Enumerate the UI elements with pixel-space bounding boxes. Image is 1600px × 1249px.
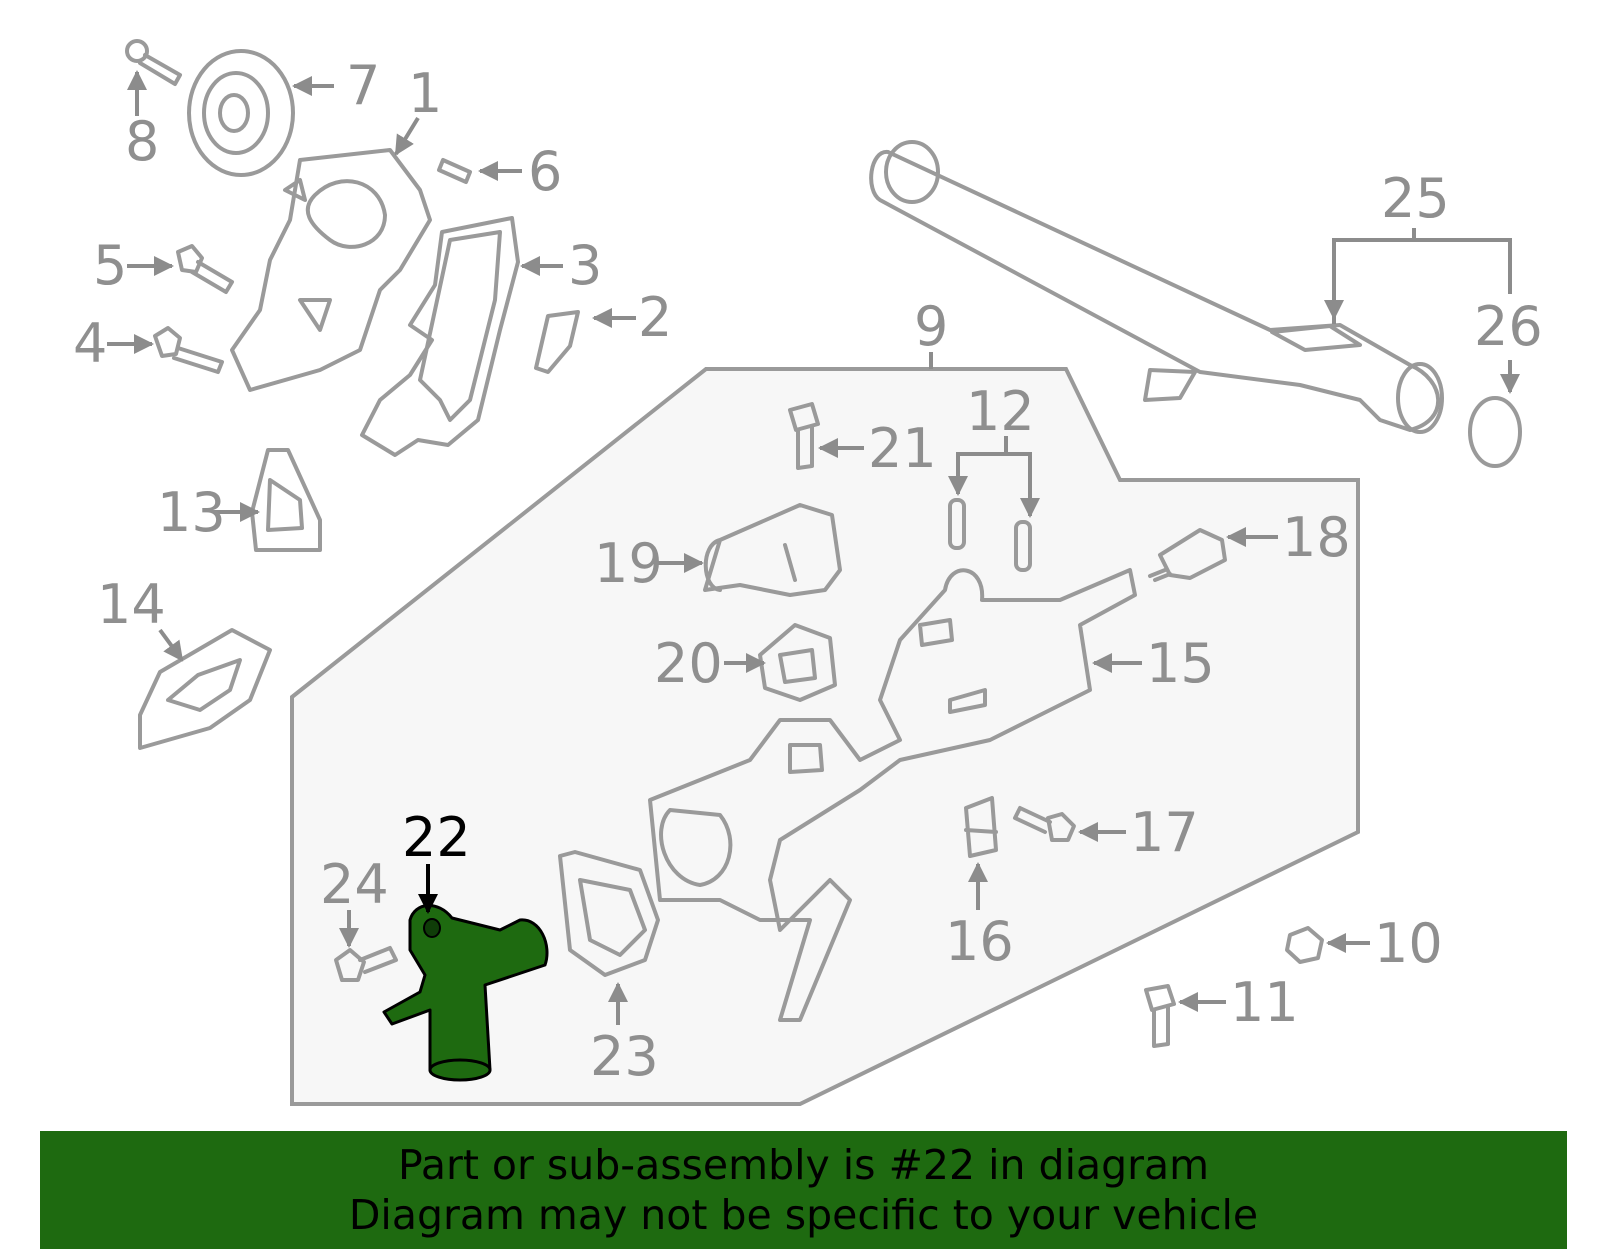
nut-part-10 (1285, 926, 1324, 964)
gasket-part-13 (250, 448, 322, 552)
callout-24: 24 (320, 853, 389, 916)
callout-15: 15 (1146, 632, 1215, 695)
bolt-part-24 (334, 946, 398, 982)
gasket-part-14 (138, 628, 272, 750)
bolt-part-21 (788, 402, 820, 470)
callout-12: 12 (966, 380, 1035, 443)
callout-8: 8 (125, 110, 159, 173)
pins-part-12 (948, 498, 1032, 572)
callout-16: 16 (945, 910, 1014, 973)
callout-9: 9 (914, 295, 948, 358)
pulley-part-7 (187, 49, 295, 177)
bolt-part-11 (1144, 984, 1176, 1048)
bracket-part-16 (964, 796, 998, 858)
callout-18: 18 (1282, 506, 1351, 569)
callout-4: 4 (73, 312, 107, 375)
callout-11: 11 (1230, 971, 1299, 1034)
sensor-part-18 (1148, 528, 1227, 582)
gasket-part-20 (758, 623, 837, 702)
callout-23: 23 (590, 1025, 659, 1088)
callout-21: 21 (868, 417, 937, 480)
bolt-part-4 (153, 326, 224, 374)
gasket-part-3 (360, 216, 520, 457)
gasket-part-23 (558, 850, 660, 977)
info-banner: Part or sub-assembly is #22 in diagram D… (40, 1131, 1567, 1249)
elbow-part-19 (703, 503, 842, 597)
callout-6: 6 (528, 140, 562, 203)
callout-26: 26 (1474, 295, 1543, 358)
callout-1: 1 (408, 62, 442, 125)
banner-line-disclaimer: Diagram may not be specific to your vehi… (348, 1191, 1259, 1239)
callout-13: 13 (157, 481, 226, 544)
callout-14: 14 (97, 573, 166, 636)
assembly-9-boundary (290, 367, 1360, 1106)
bolt-part-17 (1013, 806, 1076, 842)
o-ring-part-26 (1468, 396, 1522, 468)
callout-5: 5 (93, 234, 127, 297)
bolt-part-5 (176, 244, 234, 294)
callout-17: 17 (1130, 801, 1199, 864)
pin-part-6 (437, 158, 472, 184)
gasket-part-2 (534, 310, 580, 374)
water-pump-part-1 (230, 148, 432, 392)
bolt-part-8 (125, 39, 182, 86)
callout-3: 3 (568, 234, 602, 297)
callout-2: 2 (638, 286, 672, 349)
housing-part-15 (648, 568, 1137, 1022)
callout-19: 19 (594, 532, 663, 595)
callout-22: 22 (402, 806, 471, 869)
callout-25: 25 (1381, 167, 1450, 230)
callout-10: 10 (1374, 912, 1443, 975)
callout-7: 7 (346, 54, 380, 117)
banner-line-part: Part or sub-assembly is #22 in diagram (397, 1141, 1210, 1189)
callout-20: 20 (654, 632, 723, 695)
